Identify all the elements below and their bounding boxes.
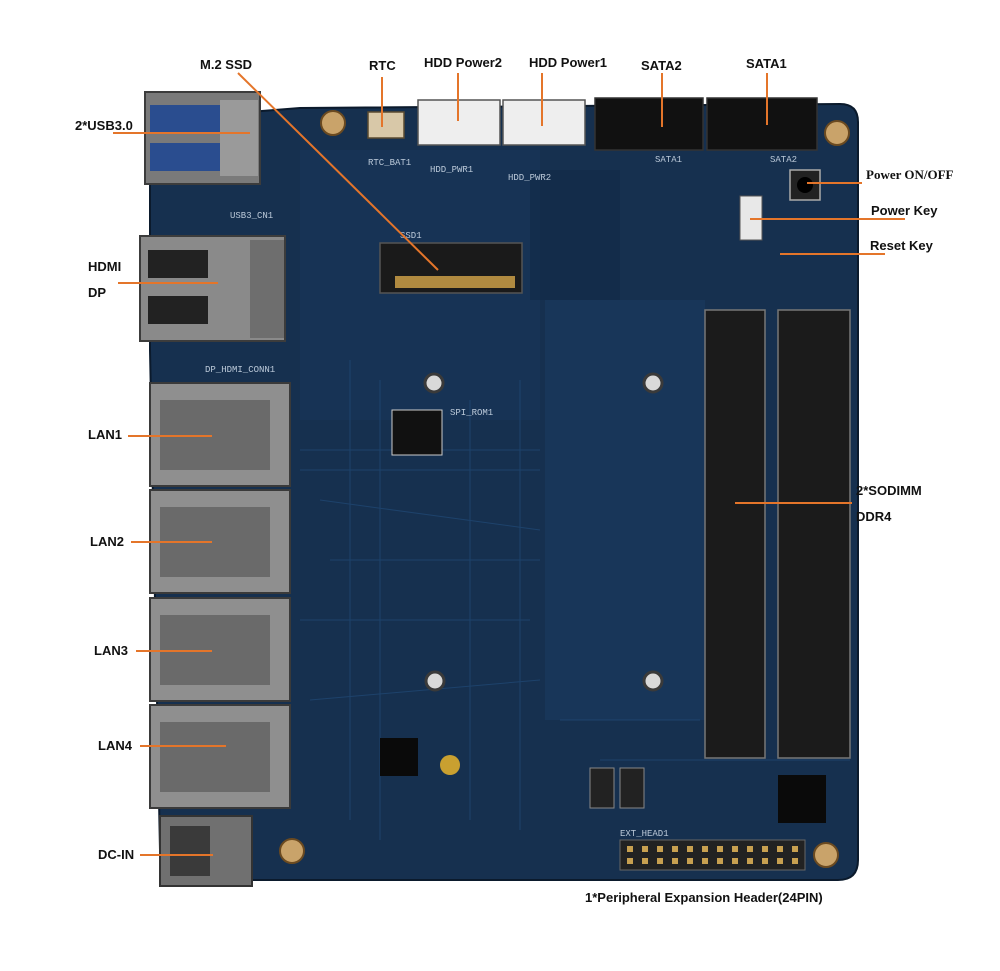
- screw-hole-icon: [824, 120, 850, 146]
- power-onoff-button-cap: [797, 177, 813, 193]
- hdmi-dp-connector: [139, 235, 286, 342]
- label-power-key: Power Key: [871, 203, 938, 218]
- silk-hdmi-dp: DP_HDMI_CONN1: [205, 365, 275, 375]
- silk-sata1: SATA1: [655, 155, 682, 165]
- leader-m2-ssd: [237, 72, 439, 271]
- spi-rom-chip: [391, 409, 443, 456]
- sata1-connector: [706, 97, 818, 151]
- silk-sata2: SATA2: [770, 155, 797, 165]
- label-lan2: LAN2: [90, 534, 124, 549]
- label-usb30: 2*USB3.0: [75, 118, 133, 133]
- screw-hole-icon: [423, 372, 445, 394]
- leader-lines: [113, 72, 905, 856]
- silk-rtc: RTC_BAT1: [368, 158, 411, 168]
- pcb-traces: [300, 360, 850, 840]
- screw-hole-icon: [279, 838, 305, 864]
- silk-spi-rom: SPI_ROM1: [450, 408, 493, 418]
- label-lan4: LAN4: [98, 738, 132, 753]
- mounting-holes: [279, 110, 850, 868]
- label-power-onoff: Power ON/OFF: [866, 167, 954, 182]
- screw-hole-icon: [320, 110, 346, 136]
- silk-hdd1: HDD_PWR1: [430, 165, 473, 175]
- dp-port: [148, 296, 208, 324]
- usb-port-icon: [150, 105, 220, 133]
- silk-usb: USB3_CN1: [230, 211, 273, 221]
- silk-ssd: SSD1: [400, 231, 422, 241]
- hdd-power1-connector: [502, 99, 586, 146]
- label-m2-ssd: M.2 SSD: [200, 57, 253, 72]
- label-hdd-power1: HDD Power1: [529, 55, 608, 70]
- label-sata2: SATA2: [641, 58, 682, 73]
- label-lan3: LAN3: [94, 643, 128, 658]
- pcb-board: [149, 102, 859, 881]
- ic-chip: [380, 738, 418, 776]
- label-hdmi: HDMI: [88, 259, 122, 274]
- label-reset-key: Reset Key: [870, 238, 933, 253]
- label-lan1: LAN1: [88, 427, 122, 442]
- silk-hdd2: HDD_PWR2: [508, 173, 551, 183]
- hdmi-port: [148, 250, 208, 278]
- label-rtc: RTC: [369, 58, 396, 73]
- pcb-shade-area: [545, 300, 705, 720]
- inductor: [619, 767, 645, 809]
- usb30-connector: [144, 91, 261, 185]
- label-expansion-header: 1*Peripheral Expansion Header(24PIN): [585, 890, 823, 905]
- usb-port-icon: [150, 143, 220, 171]
- label-dp: DP: [88, 285, 107, 300]
- m2-ssd-pins: [395, 276, 515, 288]
- screw-hole-icon: [642, 372, 664, 394]
- expansion-header: [619, 839, 806, 871]
- ic-chip: [778, 775, 826, 823]
- dc-in-jack: [159, 815, 253, 887]
- screw-hole-icon: [424, 670, 446, 692]
- sata2-connector: [594, 97, 704, 151]
- inductor: [589, 767, 615, 809]
- label-sata1: SATA1: [746, 56, 787, 71]
- rtc-connector: [367, 111, 405, 139]
- label-hdd-power2: HDD Power2: [424, 55, 503, 70]
- screw-hole-icon: [813, 842, 839, 868]
- silk-ext-head: EXT_HEAD1: [620, 829, 669, 839]
- label-dc-in: DC-IN: [98, 847, 135, 862]
- buzzer: [440, 755, 460, 775]
- sodimm-slot-2: [777, 309, 851, 759]
- expansion-header-pins: [627, 846, 798, 864]
- sodimm-slot-1: [704, 309, 766, 759]
- pcb-shade-area: [530, 170, 620, 300]
- label-ddr4: DDR4: [856, 509, 892, 524]
- label-sodimm: 2*SODIMM: [856, 483, 922, 498]
- screw-hole-icon: [642, 670, 664, 692]
